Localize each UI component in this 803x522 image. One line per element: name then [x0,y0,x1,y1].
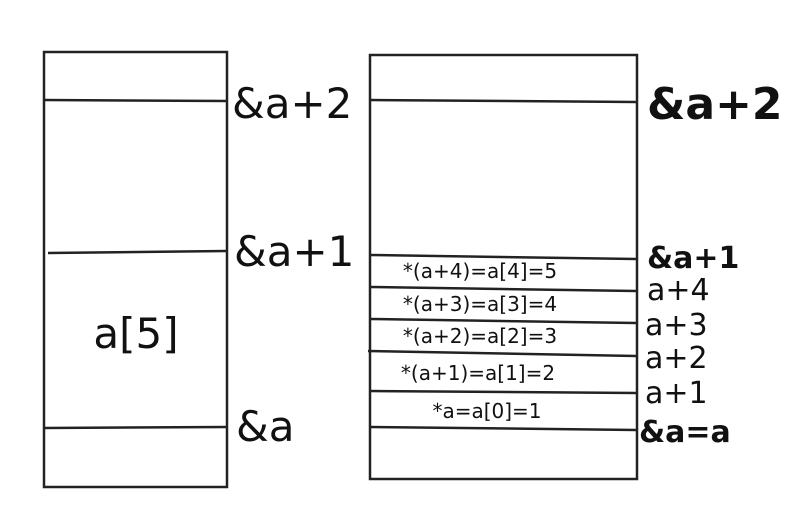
right-label-a3: a+3 [645,308,708,343]
right-label-a-plus-2: &a+2 [647,79,783,130]
right-divider-a [369,425,638,432]
left-box-outline [42,50,229,489]
right-divider-top [369,98,638,104]
right-label-a-plus-1: &a+1 [647,241,739,276]
cell-a3: *(a+3)=a[3]=4 [403,292,557,316]
right-box-outline [368,53,639,481]
left-label-a-plus-1: &a+1 [234,227,354,276]
left-divider-0 [43,425,227,430]
array-label: a[5] [93,309,178,358]
cell-a1: *(a+1)=a[1]=2 [401,361,555,385]
right-label-a1: a+1 [645,376,708,411]
left-label-a: &a [236,402,295,451]
left-memory-box: a[5] &a+2 &a+1 &a [42,50,354,489]
right-label-a2: a+2 [645,341,708,376]
left-label-a-plus-2: &a+2 [232,79,352,128]
left-divider-2 [43,98,227,103]
right-divider-a4 [369,285,638,293]
right-divider-a2 [367,349,638,358]
left-divider-1 [47,249,227,255]
right-memory-box: *(a+4)=a[4]=5 *(a+3)=a[3]=4 *(a+2)=a[2]=… [367,53,783,481]
right-divider-a-plus-1 [369,253,638,261]
cell-a2: *(a+2)=a[2]=3 [403,324,557,348]
right-divider-a3 [369,317,638,325]
right-label-a-equals-a: &a=a [639,415,731,450]
right-label-a4: a+4 [647,273,710,308]
right-divider-a1 [369,389,638,395]
cell-a0: *a=a[0]=1 [432,399,541,423]
cell-a4: *(a+4)=a[4]=5 [403,259,557,283]
